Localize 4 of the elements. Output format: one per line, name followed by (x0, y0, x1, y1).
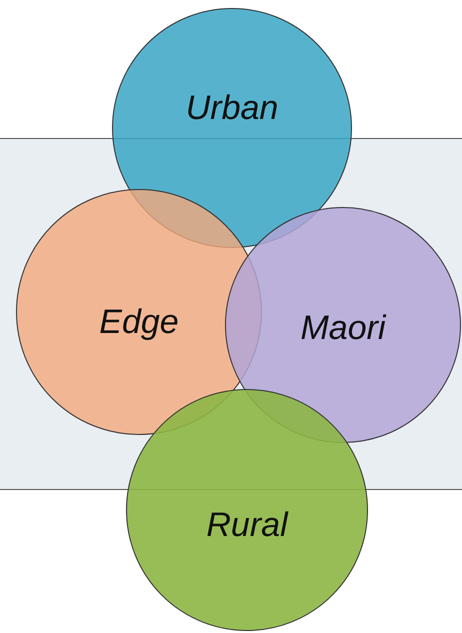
circle-label: Urban (186, 91, 278, 125)
circle-label: Rural (206, 508, 288, 542)
circle-label: Maori (300, 311, 386, 345)
circle-label: Edge (99, 305, 179, 339)
